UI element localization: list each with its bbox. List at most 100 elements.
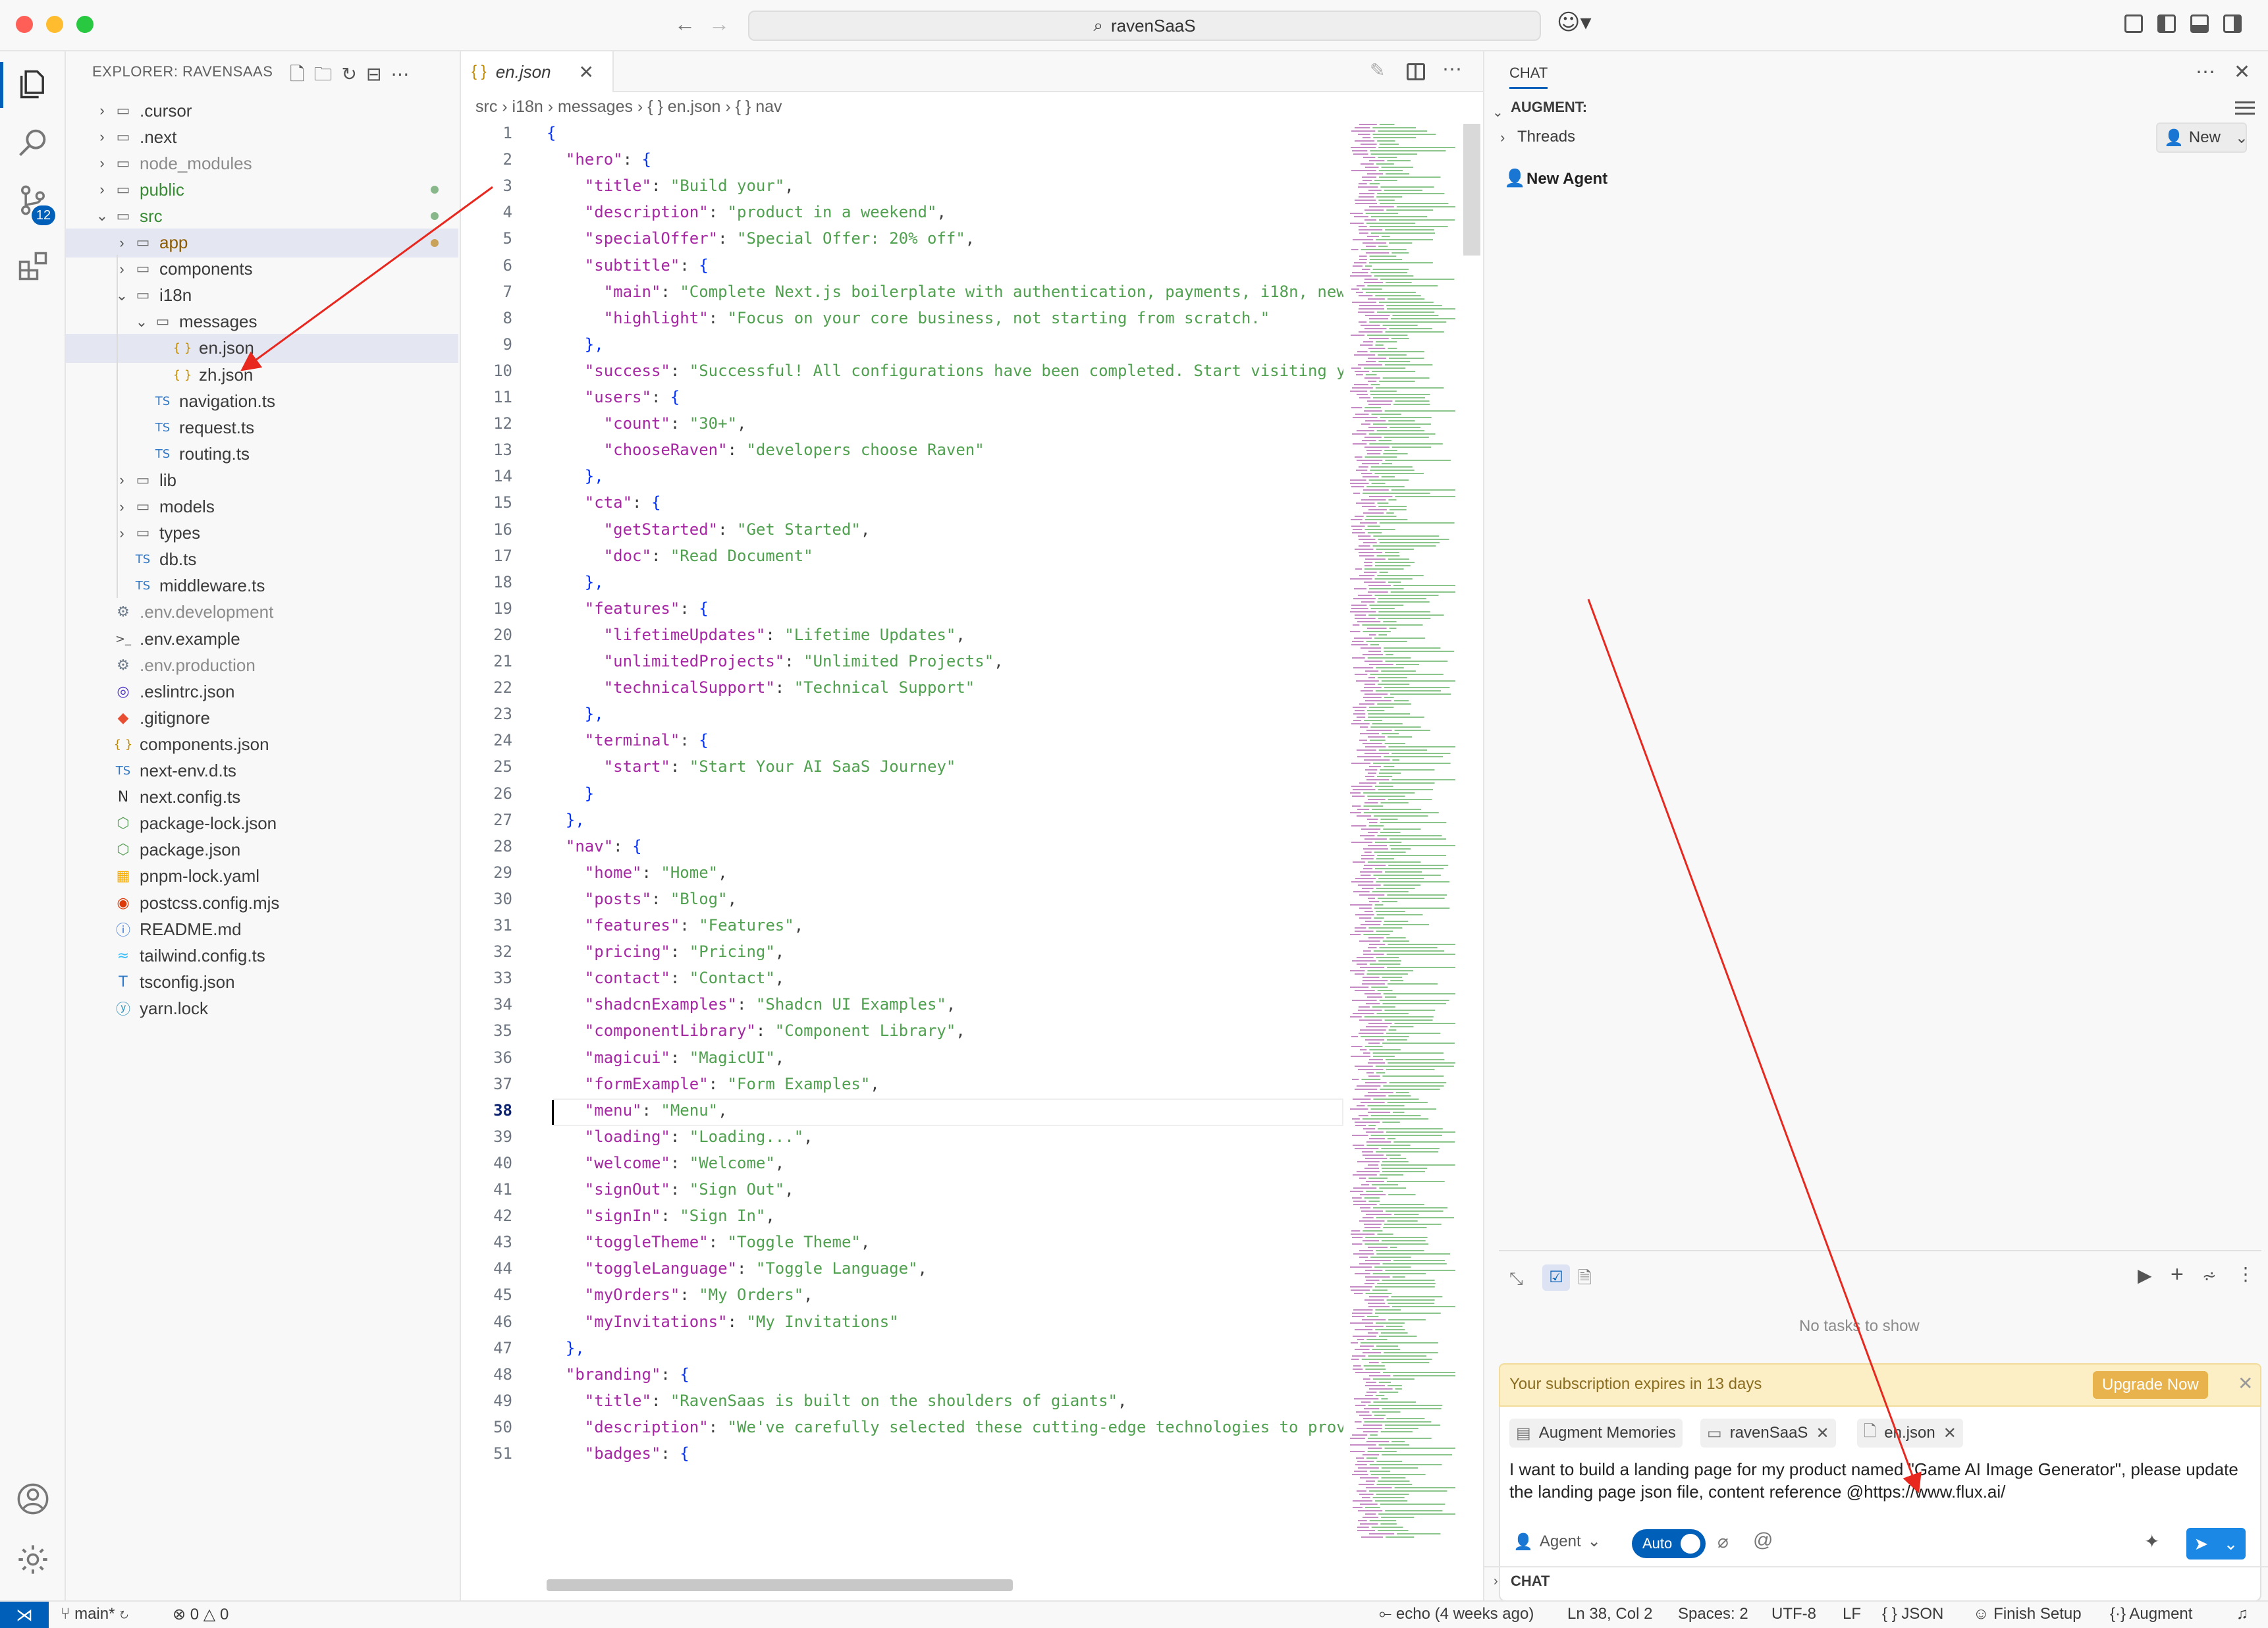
attach-icon[interactable]: ⌀	[1717, 1531, 1729, 1552]
search-icon[interactable]	[16, 125, 50, 159]
code-line[interactable]: "branding": {	[565, 1365, 689, 1384]
mention-icon[interactable]: @	[1753, 1529, 1773, 1551]
chip-en-json[interactable]: 🗋en.json✕	[1857, 1419, 1963, 1448]
code-line[interactable]: "pricing": "Pricing",	[584, 942, 785, 962]
chevron-right-icon[interactable]: ›	[119, 234, 124, 251]
tree-item-i18n[interactable]: ⌄▭i18n	[66, 281, 458, 310]
maximize-window-button[interactable]	[76, 16, 94, 33]
auto-toggle[interactable]: Auto	[1632, 1529, 1706, 1558]
collapse-all-icon[interactable]: ⊟	[366, 63, 391, 85]
filter-icon[interactable]: ⩫	[2202, 1266, 2217, 1286]
account-icon[interactable]	[16, 1482, 50, 1516]
minimize-window-button[interactable]	[46, 16, 63, 33]
threads-label[interactable]: Threads	[1517, 128, 1576, 146]
code-line[interactable]: "description": "We've carefully selected…	[584, 1417, 1343, 1436]
vertical-scrollbar[interactable]	[1463, 124, 1480, 256]
chevron-down-icon[interactable]: ⌄	[95, 207, 109, 225]
code-line[interactable]: "title": "RavenSaas is built on the shou…	[584, 1391, 1127, 1410]
collapse-tasks-icon[interactable]: ⤡	[1509, 1268, 1523, 1288]
code-line[interactable]: "cta": {	[584, 493, 661, 512]
encoding-status[interactable]: UTF-8	[1771, 1605, 1816, 1623]
new-agent-label[interactable]: New Agent	[1526, 170, 1608, 188]
task-doc-icon[interactable]: 🗎	[1578, 1268, 1592, 1288]
code-line[interactable]: "toggleTheme": "Toggle Theme",	[584, 1233, 871, 1252]
code-line[interactable]: "users": {	[584, 388, 680, 406]
refresh-icon[interactable]: ↻	[341, 63, 366, 85]
chevron-right-icon[interactable]: ›	[119, 498, 124, 515]
tree-item-src[interactable]: ⌄▭src	[66, 202, 458, 231]
tree-item-eslintrc-json[interactable]: ◎.eslintrc.json	[66, 677, 458, 706]
editor-more-icon[interactable]: ⋯	[1442, 59, 1462, 80]
code-line[interactable]: "success": "Successful! All configuratio…	[584, 361, 1343, 380]
prompt-text[interactable]: I want to build a landing page for my pr…	[1509, 1459, 2238, 1502]
split-editor-icon[interactable]	[1407, 63, 1425, 80]
code-line[interactable]: "main": "Complete Next.js boilerplate wi…	[603, 282, 1343, 301]
code-line[interactable]: "signOut": "Sign Out",	[584, 1180, 794, 1199]
extensions-icon[interactable]	[16, 249, 50, 283]
code-line[interactable]: },	[584, 335, 604, 354]
code-view[interactable]: 1{2 "hero": {3 "title": "Build your",4 "…	[461, 124, 1343, 1592]
tree-item-next[interactable]: ›▭.next	[66, 122, 458, 151]
code-line[interactable]: "contact": "Contact",	[584, 969, 785, 988]
code-line[interactable]: },	[584, 705, 604, 724]
remove-chip-icon[interactable]: ✕	[1816, 1424, 1829, 1442]
code-line[interactable]: "toggleLanguage": "Toggle Language",	[584, 1259, 927, 1278]
code-line[interactable]: "unlimitedProjects": "Unlimited Projects…	[603, 652, 1004, 670]
code-line[interactable]: "myOrders": "My Orders",	[584, 1286, 813, 1305]
breadcrumb-item[interactable]: { } nav	[735, 97, 782, 116]
code-line[interactable]: }	[584, 784, 595, 803]
problems-status[interactable]: ⊗ 0 △ 0	[173, 1606, 229, 1623]
code-line[interactable]: "description": "product in a weekend",	[584, 203, 946, 222]
cursor-position-status[interactable]: Ln 38, Col 2	[1567, 1605, 1653, 1623]
chevron-right-icon[interactable]: ›	[99, 102, 105, 119]
chevron-down-icon[interactable]: ⌄	[2223, 1533, 2238, 1554]
task-list-icon[interactable]: ☑	[1542, 1264, 1570, 1291]
layout-customize-icon[interactable]	[2124, 14, 2143, 33]
enhance-prompt-icon[interactable]: ✦	[2144, 1531, 2160, 1552]
code-line[interactable]: "chooseRaven": "developers choose Raven"	[603, 441, 985, 460]
sync-icon[interactable]: ↻	[115, 1605, 129, 1623]
forward-arrow-icon[interactable]: →	[709, 12, 730, 36]
code-line[interactable]: "loading": "Loading...",	[584, 1127, 813, 1146]
finish-setup-status[interactable]: ☺ Finish Setup	[1973, 1605, 2082, 1623]
breadcrumb-item[interactable]: i18n	[512, 97, 543, 116]
chat-section-chevron-icon[interactable]: ›	[1494, 1574, 1498, 1588]
source-control-icon[interactable]	[16, 183, 50, 217]
new-folder-icon[interactable]: 🗀	[313, 63, 342, 85]
chat-input-box[interactable]: ▤Augment Memories ▭ravenSaaS✕ 🗋en.json✕ …	[1499, 1407, 2261, 1602]
new-thread-button[interactable]: 👤New⌄	[2156, 122, 2248, 153]
tree-item-cursor[interactable]: ›▭.cursor	[66, 96, 458, 125]
breadcrumb-item[interactable]: messages	[558, 97, 633, 116]
code-line[interactable]: },	[565, 1338, 585, 1357]
back-arrow-icon[interactable]: ←	[674, 12, 695, 36]
code-line[interactable]: "signIn": "Sign In",	[584, 1207, 775, 1226]
code-line[interactable]: "subtitle": {	[584, 256, 709, 275]
remote-icon[interactable]: ⋊	[0, 1602, 49, 1628]
chevron-down-icon[interactable]: ⌄	[115, 286, 128, 304]
chevron-right-icon[interactable]: ›	[99, 128, 105, 146]
tree-item-package-json[interactable]: ⬡package.json	[66, 836, 458, 865]
tree-item-messages[interactable]: ⌄▭messages	[66, 308, 458, 337]
augment-status[interactable]: {·} Augment	[2110, 1605, 2193, 1623]
tree-item-app[interactable]: ›▭app	[66, 228, 458, 258]
close-panel-icon[interactable]: ✕	[2234, 61, 2251, 83]
code-line[interactable]: {	[547, 124, 556, 142]
new-file-icon[interactable]: 🗋	[290, 63, 314, 85]
notifications-bell-icon[interactable]: ♫	[2236, 1605, 2248, 1623]
code-line[interactable]: "getStarted": "Get Started",	[603, 520, 871, 539]
chevron-right-icon[interactable]: ›	[119, 260, 124, 277]
tree-item-public[interactable]: ›▭public	[66, 175, 458, 204]
code-line[interactable]: },	[584, 467, 604, 486]
threads-chevron-icon[interactable]: ›	[1500, 129, 1505, 146]
dismiss-banner-icon[interactable]: ✕	[2238, 1373, 2254, 1394]
chat-more-icon[interactable]: ⋯	[2196, 61, 2215, 83]
tree-item-components-json[interactable]: { }components.json	[66, 730, 458, 759]
settings-gear-icon[interactable]	[16, 1542, 50, 1577]
chat-tab[interactable]: CHAT	[1509, 65, 1548, 89]
code-line[interactable]: "title": "Build your",	[584, 176, 794, 196]
chevron-right-icon[interactable]: ›	[99, 181, 105, 198]
tree-item-postcss-config-mjs[interactable]: ◉postcss.config.mjs	[66, 888, 458, 917]
